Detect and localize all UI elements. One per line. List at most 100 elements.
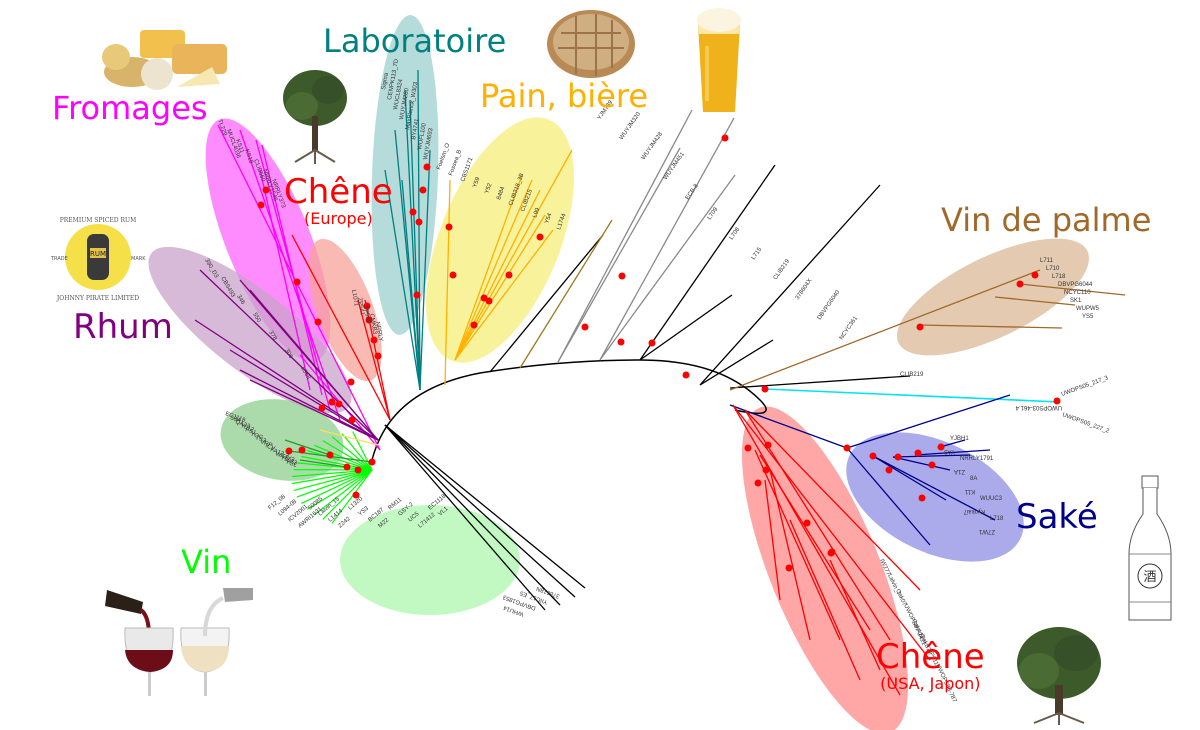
node [869, 452, 877, 460]
ellipse-vin-de-palme [897, 238, 1089, 356]
label-text: Laboratoire [323, 22, 507, 60]
leaf-label: Y012 [239, 423, 255, 434]
node [505, 271, 513, 279]
leaf-label: Fossea_B [448, 149, 463, 176]
branch [331, 469, 373, 524]
leaf-label: WUYJM320 [619, 111, 643, 141]
branch [259, 169, 311, 391]
leaf-label: CMKB3 [368, 313, 378, 335]
label-text: Rhum [73, 307, 173, 347]
branch [454, 229, 554, 361]
branch [384, 424, 561, 606]
branch [454, 189, 541, 361]
node [326, 451, 334, 459]
node [352, 491, 360, 499]
branch [699, 184, 881, 386]
leaf-label: Z1A [954, 468, 965, 474]
branch [919, 324, 1063, 329]
branch [872, 455, 996, 521]
label-text: Saké [1016, 497, 1098, 537]
node [423, 163, 431, 171]
wine-glasses-image [105, 586, 255, 700]
branch [284, 439, 331, 456]
branch [729, 269, 1041, 391]
node [347, 378, 355, 386]
leaf-label: KS11 [234, 139, 245, 155]
leaf-label: YGL [284, 459, 298, 469]
leaf-label: L718 [1052, 274, 1066, 280]
node [761, 385, 769, 393]
rum-logo-image: RUM PREMIUM SPICED RUM TRADE MARK JOHNNY… [43, 212, 153, 302]
node [409, 208, 417, 216]
node [485, 297, 493, 305]
branch [199, 269, 379, 441]
branch [846, 394, 1011, 449]
leaf-label: Z242 [337, 516, 352, 530]
label-vin: Vin [181, 546, 231, 578]
branch [419, 149, 431, 391]
branch [764, 388, 1061, 403]
leaf-label: NCYC110 [1064, 290, 1091, 296]
leaf-label: Y59 [472, 176, 482, 189]
label-text: Vin [181, 543, 232, 581]
node [785, 564, 793, 572]
leaf-label: Y52 [484, 182, 494, 195]
node [914, 449, 922, 457]
leaf-label: UWOPS05_227_2 [1061, 412, 1110, 435]
branch [759, 454, 871, 631]
node [363, 302, 371, 310]
branch [729, 404, 848, 449]
node [754, 479, 762, 487]
ellipse-wine-sub [220, 399, 344, 481]
node [257, 201, 265, 209]
branch [892, 454, 971, 458]
node [318, 404, 326, 412]
leaf-label: YA3 [943, 448, 955, 454]
sake-bottle-image: 酒 [1125, 474, 1175, 622]
backbone-arc [371, 359, 767, 461]
branch [444, 179, 451, 386]
node [374, 352, 382, 360]
leaf-label: NRRLY [374, 321, 383, 342]
group-ellipses [148, 15, 1089, 730]
leaf-label: WUYJM280 [399, 87, 411, 120]
leaf-label: TS3 [254, 435, 267, 445]
cheese-image [102, 22, 232, 92]
node [293, 278, 301, 286]
branch [409, 99, 421, 391]
leaf-label: WUPW5 [1076, 306, 1100, 312]
node [419, 186, 427, 194]
branch [352, 431, 373, 471]
leaf-label: SK1 [1070, 298, 1082, 304]
leaf-label: Sigma [381, 72, 390, 90]
ellipse-laboratoire [371, 15, 439, 335]
label-text: Vin de palme [941, 201, 1152, 239]
ellipse-chene-usa-japon [741, 406, 909, 730]
label-chene-usa-japon: Chêne (USA, Japon) [876, 640, 985, 692]
branch [557, 109, 693, 363]
leaf-label: K11 [964, 488, 975, 494]
branch [872, 455, 947, 501]
leaf-label: ZP560 [362, 305, 371, 324]
oak-tree-image-usa [1014, 623, 1104, 725]
branch [249, 289, 379, 441]
label-fromages: Fromages [52, 92, 208, 124]
leaf-label: FS1 [244, 427, 257, 437]
ellipse-rhum [148, 246, 352, 414]
node [937, 443, 945, 451]
svg-text:TRADE: TRADE [50, 256, 68, 262]
node [262, 186, 270, 194]
leaf-label: L99 [532, 207, 541, 219]
node [764, 441, 772, 449]
branch [914, 449, 991, 456]
branch [331, 436, 373, 471]
branch [384, 424, 546, 611]
branch [599, 174, 736, 361]
leaf-label: Z7W1 [978, 528, 995, 534]
branch [306, 469, 373, 510]
branch [519, 219, 613, 369]
leaf-label: 550 [251, 312, 262, 324]
leaf-label: NRRLY1791 [960, 456, 994, 462]
branch [454, 214, 546, 361]
